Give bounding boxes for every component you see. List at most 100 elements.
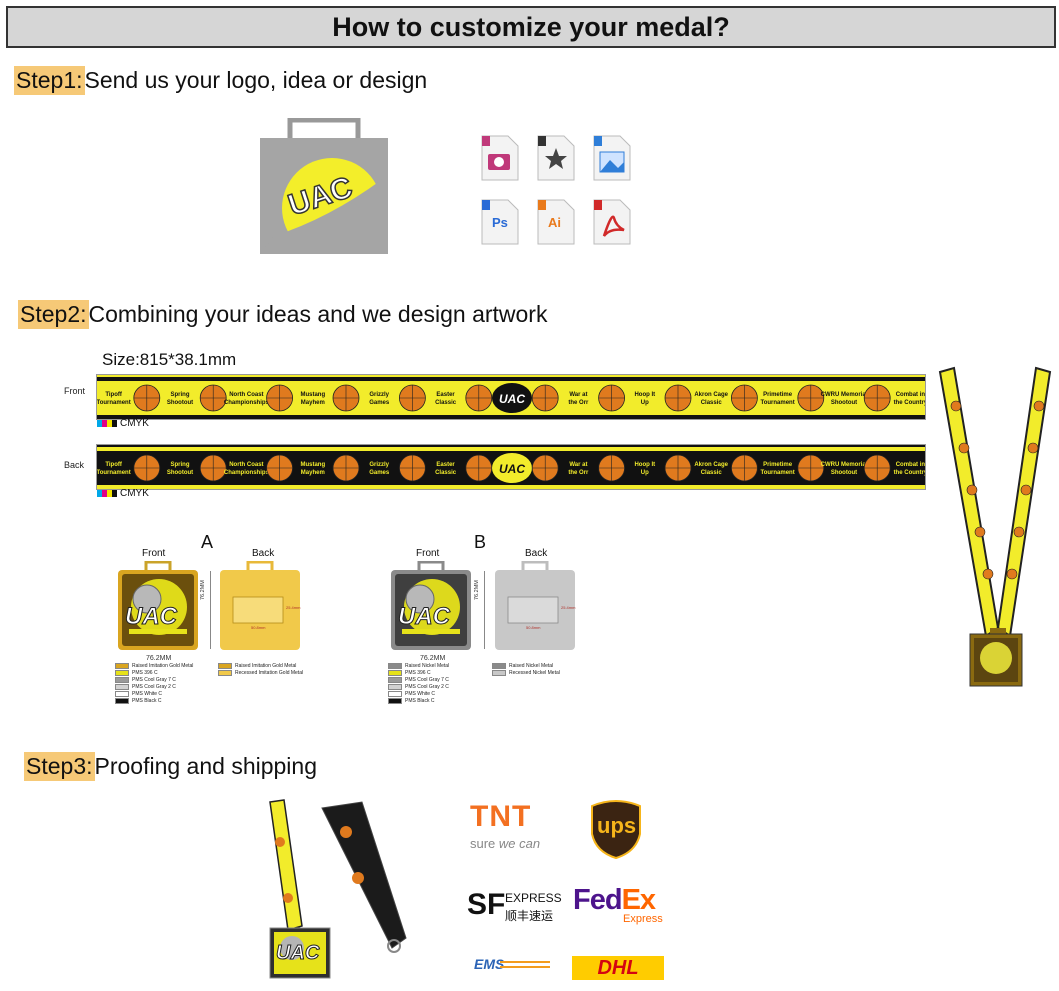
ribbon-event-name: Tournament	[760, 470, 794, 476]
ribbon-event-name: Hoop It	[634, 462, 655, 468]
ribbon-center-badge	[492, 453, 532, 483]
ribbon-event-name: CWRU Memorial	[821, 462, 868, 468]
ribbon-event-name: Shootout	[167, 400, 193, 406]
ribbon-event-name: Games	[369, 400, 390, 406]
basketball-seam	[532, 385, 559, 411]
step2-tag: Step2:	[18, 300, 89, 329]
page-title-bar: How to customize your medal?	[6, 6, 1056, 48]
ribbon-event-name: Up	[641, 400, 649, 406]
medal-b-height-line	[484, 571, 485, 649]
vector-file-icon	[534, 134, 576, 182]
medal-a-back-label: Back	[252, 548, 275, 559]
ribbon-event-name: Up	[641, 470, 649, 476]
image-file-icon	[590, 134, 632, 182]
step1-text: Send us your logo, idea or design	[84, 67, 428, 93]
medal-a-color-row: PMS White C	[115, 690, 193, 697]
basketball-seam	[465, 455, 492, 481]
step3-text: Proofing and shipping	[94, 753, 318, 779]
basketball-seam	[864, 385, 891, 411]
ribbon-back-label: Back	[64, 460, 85, 470]
file-icon-grid: Ps Ai	[478, 134, 648, 248]
ribbon-event-name: Mustang	[300, 462, 325, 468]
medal-b-back-color-row: Raised Nickel Metal	[492, 662, 560, 669]
ribbon-edge-stripe	[97, 447, 925, 451]
ribbon-event-name: Tournament	[97, 470, 131, 476]
medal-b-width-dim: 76.2MM	[420, 655, 446, 662]
cmyk-label-back: CMYK	[120, 488, 149, 499]
medal-a-front-label: Front	[142, 548, 166, 559]
step3-tag: Step3:	[24, 752, 95, 781]
basketball-seam	[864, 455, 891, 481]
basketball-seam	[133, 455, 160, 481]
medal-b-back: 50.8mm 25.4mm	[494, 560, 576, 651]
basketball-seam	[266, 455, 293, 481]
basketball-seam	[665, 385, 691, 411]
photoshop-file-icon: Ps	[478, 198, 520, 246]
fedex-logo: FedEx Express	[573, 884, 668, 926]
ribbon-event-name: Easter	[436, 392, 455, 398]
ribbon-center-logo: UAC	[499, 392, 525, 406]
medal-a-front-colors: Raised Imitation Gold Metal PMS 396 C PM…	[115, 662, 193, 704]
basketball-seam	[797, 385, 824, 411]
medal-a-logo: UAC	[125, 603, 178, 631]
ribbon-event-name: the Country	[894, 400, 926, 406]
photoshop-label: Ps	[492, 215, 508, 230]
medal-b-back-color-row: Recessed Nickel Metal	[492, 669, 560, 676]
basketball-seam	[731, 455, 758, 481]
medal-b-logo: UAC	[398, 603, 451, 631]
dhl-logo: DHL	[572, 956, 664, 980]
ribbon-event-name: Grizzly	[369, 392, 389, 398]
basketball-seam	[200, 455, 227, 481]
ribbon-event-name: Classic	[435, 400, 457, 406]
medal-a-front: UAC	[117, 560, 199, 651]
basketball-seam	[598, 385, 625, 411]
ribbon-event-name: War at	[569, 462, 587, 468]
ribbon-event-name: Tipoff	[105, 462, 123, 468]
ribbon-event-name: North Coast	[229, 462, 263, 468]
medal-b-back-label: Back	[525, 548, 548, 559]
ribbon-event-name: Championships	[224, 470, 270, 476]
ribbon-event-name: Akron Cage	[694, 392, 728, 398]
step3-heading: Step3: Proofing and shipping	[24, 752, 317, 781]
illustrator-label: Ai	[548, 215, 561, 230]
fedex-wordmark: FedEx	[573, 884, 656, 916]
medal-a-back-color-row: Recessed Imitation Gold Metal	[218, 669, 303, 676]
basketball-seam	[333, 455, 359, 481]
ribbon-event-name: the Orr	[568, 400, 589, 406]
logo-bag: UAC	[260, 117, 388, 254]
page-title: How to customize your medal?	[332, 11, 730, 42]
ribbon-event-name: Tournament	[760, 400, 794, 406]
basketball-seam	[797, 455, 824, 481]
basketball-seam	[598, 455, 625, 481]
basketball-seam	[731, 385, 758, 411]
ribbon-edge-stripe	[97, 377, 925, 381]
medal-b-color-row: Raised Nickel Metal	[388, 662, 449, 669]
medal-b-color-row: PMS White C	[388, 690, 449, 697]
fedex-express-text: Express	[623, 913, 663, 925]
cmyk-label-front: CMYK	[120, 418, 149, 429]
medal-b-inner-h: 25.4mm	[561, 605, 576, 610]
ribbon-event-name: Mayhem	[301, 470, 325, 476]
basketball-seam	[133, 385, 160, 411]
medal-b-color-row: PMS Black C	[388, 697, 449, 704]
ribbon-event-name: Hoop It	[634, 392, 655, 398]
medal-a-color-row: PMS Cool Gray 7 C	[115, 676, 193, 683]
ribbon-back-cmyk: CMYK	[97, 488, 149, 499]
basketball-seam	[665, 455, 691, 481]
medal-a-back: 50.8mm 25.4mm	[219, 560, 301, 651]
ems-wordmark: EMS	[474, 956, 505, 972]
photo-file-icon	[478, 134, 520, 182]
ribbon-event-name: Shootout	[831, 400, 857, 406]
ups-wordmark: ups	[597, 813, 637, 838]
medal-a-letter: A	[201, 532, 214, 552]
ribbon-front-label: Front	[64, 386, 86, 396]
step1-heading: Step1: Send us your logo, idea or design	[14, 66, 427, 95]
medal-b-front: UAC	[390, 560, 472, 651]
medal-a-back-color-row: Raised Imitation Gold Metal	[218, 662, 303, 669]
dhl-wordmark: DHL	[597, 957, 639, 979]
medal-a-back-colors: Raised Imitation Gold Metal Recessed Imi…	[218, 662, 303, 676]
ribbon-event-name: Championships	[224, 400, 270, 406]
ribbon-event-name: Shootout	[167, 470, 193, 476]
